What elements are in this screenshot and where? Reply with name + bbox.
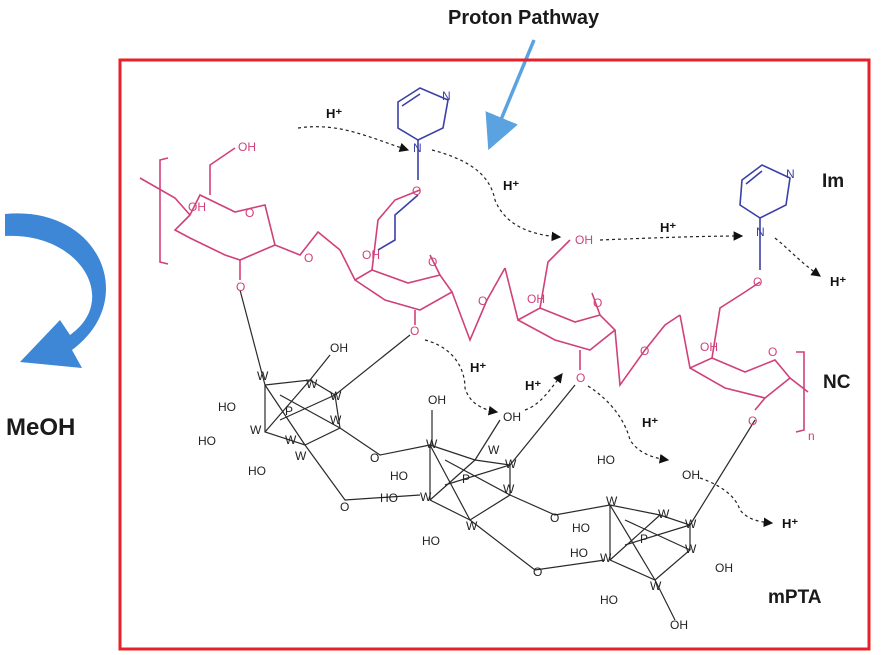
im-label: Im xyxy=(822,171,844,192)
o-label: O xyxy=(245,206,254,220)
o-label: O xyxy=(640,344,649,358)
w-label: W xyxy=(650,579,662,593)
h-plus-label: H⁺ xyxy=(642,415,658,430)
ho-label: HO xyxy=(198,434,216,448)
o-label: O xyxy=(340,500,349,514)
pta-cluster-left xyxy=(239,289,431,501)
oh-label: OH xyxy=(188,200,206,214)
w-label: W xyxy=(600,551,612,565)
proton-pathway-pointer-arrow xyxy=(485,39,536,151)
oh-label: OH xyxy=(682,468,700,482)
o-label: O xyxy=(478,294,487,308)
pta-cluster-right xyxy=(609,419,756,621)
w-label: W xyxy=(505,457,517,471)
o-label: O xyxy=(428,255,437,269)
ho-label: HO xyxy=(390,469,408,483)
w-label: W xyxy=(488,443,500,457)
ho-label: HO xyxy=(248,464,266,478)
o-label: O xyxy=(768,345,777,359)
o-label: O xyxy=(753,275,762,289)
w-label: W xyxy=(295,449,307,463)
imidazole-ring-top xyxy=(377,87,449,251)
w-label: W xyxy=(330,413,342,427)
ho-label: HO xyxy=(572,521,590,535)
w-label: W xyxy=(306,377,318,391)
o-label: O xyxy=(533,565,542,579)
h-plus-label: H⁺ xyxy=(830,274,846,289)
p-label: P xyxy=(640,532,648,546)
w-label: W xyxy=(658,507,670,521)
w-label: W xyxy=(257,369,269,383)
o-label: O xyxy=(550,511,559,525)
h-plus-label: H⁺ xyxy=(782,516,798,531)
imidazole-ring-right xyxy=(739,164,791,270)
n-label: N xyxy=(442,89,451,103)
ho-label: HO xyxy=(422,534,440,548)
ho-label: HO xyxy=(380,491,398,505)
h-plus-label: H⁺ xyxy=(525,378,541,393)
h-plus-label: H⁺ xyxy=(326,106,342,121)
cellulose-chain xyxy=(139,147,809,433)
oh-label: OH xyxy=(715,561,733,575)
ho-label: HO xyxy=(597,453,615,467)
proton-hop-arrows xyxy=(297,126,821,528)
oh-label: OH xyxy=(670,618,688,632)
n-label: N xyxy=(413,141,422,155)
w-label: W xyxy=(426,437,438,451)
o-label: O xyxy=(593,296,602,310)
o-label: O xyxy=(370,451,379,465)
o-label: O xyxy=(748,414,757,428)
p-label: P xyxy=(462,472,470,486)
ho-label: HO xyxy=(600,593,618,607)
meoh-label: MeOH xyxy=(6,414,75,441)
oh-label: OH xyxy=(362,248,380,262)
w-label: W xyxy=(606,494,618,508)
oh-label: OH xyxy=(428,393,446,407)
h-plus-label: H⁺ xyxy=(660,220,676,235)
ho-label: HO xyxy=(218,400,236,414)
w-label: W xyxy=(285,433,297,447)
oh-label: OH xyxy=(330,341,348,355)
w-label: W xyxy=(503,482,515,496)
w-label: W xyxy=(420,490,432,504)
o-label: O xyxy=(304,251,313,265)
w-label: W xyxy=(685,517,697,531)
oh-label: OH xyxy=(503,410,521,424)
h-plus-label: H⁺ xyxy=(503,178,519,193)
oh-label: OH xyxy=(700,340,718,354)
nc-label: NC xyxy=(823,372,851,393)
p-label: P xyxy=(285,404,293,418)
proton-pathway-label: Proton Pathway xyxy=(448,7,600,29)
oh-label: OH xyxy=(575,233,593,247)
n-label: N xyxy=(756,225,765,239)
h-plus-label: H⁺ xyxy=(470,360,486,375)
mpta-label: mPTA xyxy=(768,587,822,608)
o-label: O xyxy=(576,371,585,385)
oh-label: OH xyxy=(527,292,545,306)
o-label: O xyxy=(412,184,421,198)
o-label: O xyxy=(410,324,419,338)
ho-label: HO xyxy=(570,546,588,560)
polymer-subscript: n xyxy=(808,429,815,443)
pta-cluster-middle xyxy=(429,384,611,571)
w-label: W xyxy=(250,423,262,437)
w-label: W xyxy=(685,542,697,556)
n-label: N xyxy=(786,167,795,181)
w-label: W xyxy=(330,389,342,403)
o-label: O xyxy=(236,280,245,294)
meoh-curved-arrow-icon xyxy=(5,213,106,368)
diagram-frame xyxy=(118,58,871,651)
w-label: W xyxy=(466,519,478,533)
oh-label: OH xyxy=(238,140,256,154)
